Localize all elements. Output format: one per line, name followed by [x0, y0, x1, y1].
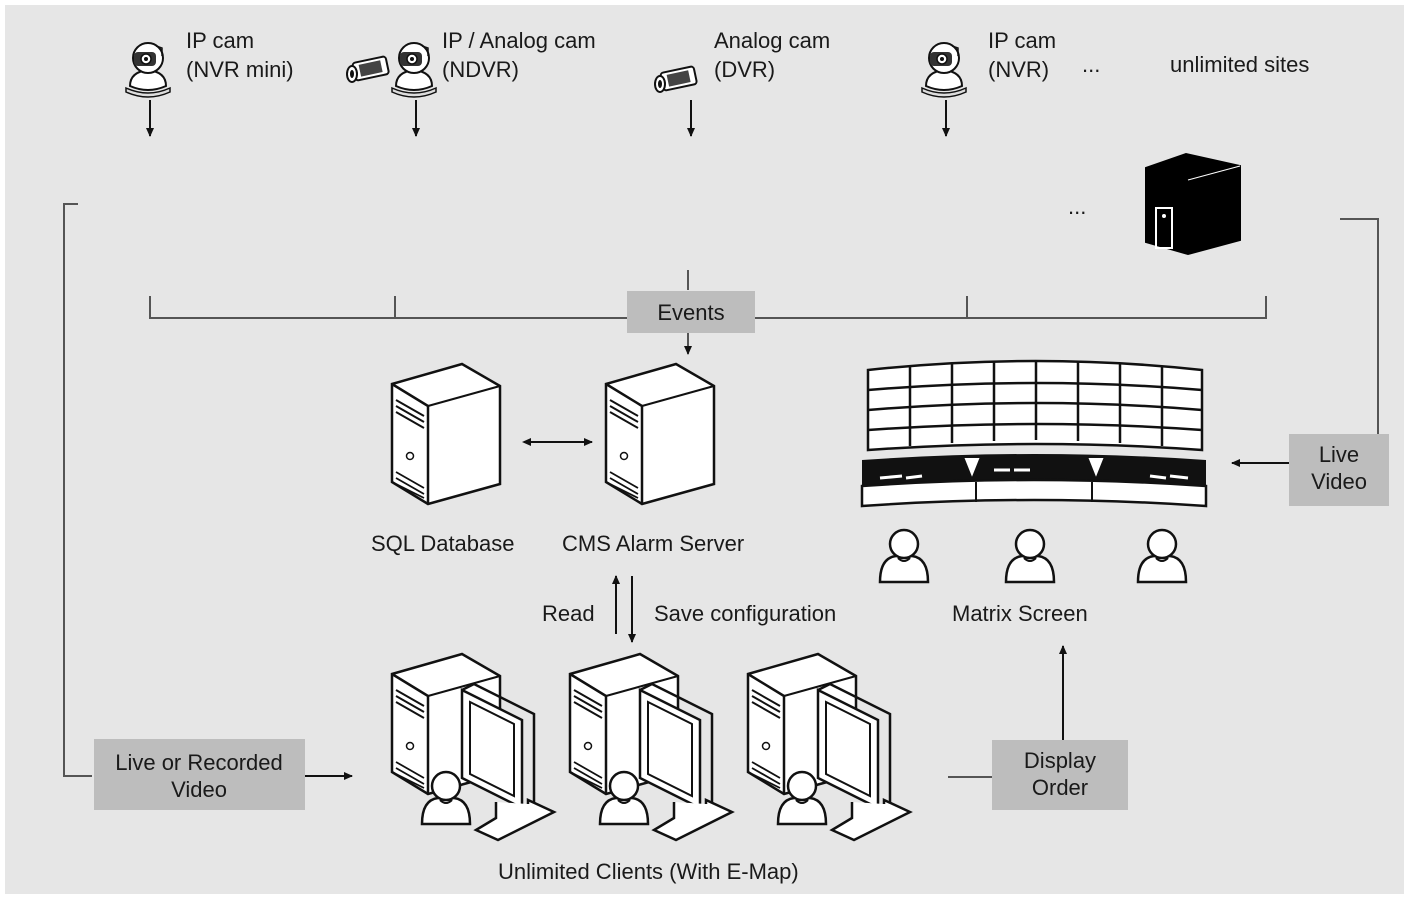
unlimited-clients-label: Unlimited Clients (With E-Map) — [498, 859, 799, 884]
cms-alarm-server-icon — [604, 362, 716, 506]
live-video-label-line1: Live — [1319, 442, 1359, 467]
events-box — [627, 291, 755, 333]
live-or-recorded-label-line2: Video — [171, 777, 227, 802]
display-order-label-line2: Order — [1032, 775, 1088, 800]
camera-label: Analog cam — [714, 28, 830, 53]
camera-sublabel: (NVR mini) — [186, 57, 294, 82]
ellipsis-top: ... — [1082, 52, 1100, 77]
camera-label: IP cam — [186, 28, 254, 53]
ellipsis-mid: ... — [1068, 194, 1086, 219]
live-or-recorded-box — [94, 739, 305, 810]
live-video-label-line2: Video — [1311, 469, 1367, 494]
camera-label: IP / Analog cam — [442, 28, 596, 53]
display-order-box — [992, 740, 1128, 810]
camera-sublabel: (NDVR) — [442, 57, 519, 82]
display-order-label-line1: Display — [1024, 748, 1096, 773]
sql-database-server-icon — [390, 362, 502, 506]
cms-alarm-server-label: CMS Alarm Server — [562, 531, 744, 556]
events-label: Events — [657, 300, 724, 325]
recorder-server-icon — [1145, 152, 1241, 256]
save-configuration-label: Save configuration — [654, 601, 836, 626]
matrix-screen-icon — [860, 359, 1208, 508]
live-or-recorded-label-line1: Live or Recorded — [115, 750, 283, 775]
live-video-box — [1289, 434, 1389, 506]
read-label: Read — [542, 601, 595, 626]
unlimited-sites-label: unlimited sites — [1170, 52, 1309, 77]
connector-lines — [63, 203, 1379, 778]
sql-database-label: SQL Database — [371, 531, 515, 556]
camera-arrows — [146, 100, 950, 137]
camera-label: IP cam — [988, 28, 1056, 53]
camera-sublabel: (NVR) — [988, 57, 1049, 82]
camera-sublabel: (DVR) — [714, 57, 775, 82]
matrix-screen-label: Matrix Screen — [952, 601, 1088, 626]
